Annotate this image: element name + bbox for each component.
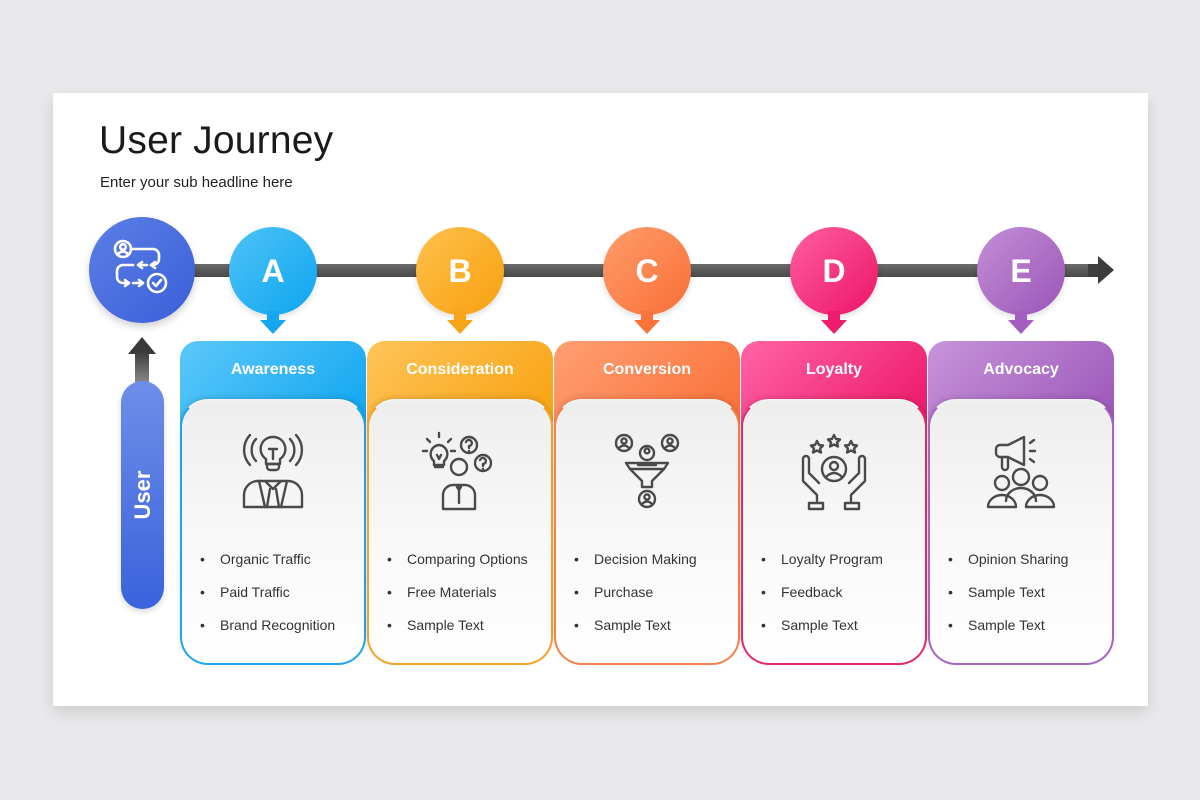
stage-e-pointer-icon: [1008, 320, 1034, 334]
stage-d-pointer-stem: [828, 311, 840, 321]
list-item: •Loyalty Program: [761, 551, 883, 567]
hands-user-stars-icon: [801, 433, 867, 511]
up-arrow-shaft: [135, 353, 149, 383]
list-item: •Sample Text: [387, 617, 484, 633]
stage-bullet-list: •Comparing Options •Free Materials •Samp…: [387, 551, 528, 650]
stage-a-pointer-icon: [260, 320, 286, 334]
stage-card-advocacy: Advocacy •Opinion Sharing •Sample Text •…: [928, 341, 1114, 665]
up-arrow-icon: [128, 337, 156, 354]
user-journey-start-circle: [89, 217, 195, 323]
stage-bullet-list: •Decision Making •Purchase •Sample Text: [574, 551, 697, 650]
stage-card-body: •Decision Making •Purchase •Sample Text: [554, 399, 740, 665]
timeline-arrow-head-icon: [1098, 256, 1114, 284]
stage-b-pointer-icon: [447, 320, 473, 334]
stage-letter: C: [635, 252, 659, 289]
stage-e-pointer-stem: [1015, 311, 1027, 321]
stage-marker-e: E: [977, 227, 1065, 315]
list-item: •Paid Traffic: [200, 584, 290, 600]
stage-d-pointer-icon: [821, 320, 847, 334]
timeline-arrow-base: [1088, 264, 1100, 277]
slide: User Journey Enter your sub headline her…: [53, 93, 1148, 706]
stage-b-pointer-stem: [454, 311, 466, 321]
funnel-users-icon: [614, 433, 680, 509]
list-item: •Organic Traffic: [200, 551, 311, 567]
stage-bullet-list: •Opinion Sharing •Sample Text •Sample Te…: [948, 551, 1068, 650]
stage-marker-d: D: [790, 227, 878, 315]
thinking-person-icon: [421, 431, 493, 511]
stage-marker-a: A: [229, 227, 317, 315]
stage-letter: E: [1010, 252, 1032, 289]
list-item: •Decision Making: [574, 551, 697, 567]
list-item: •Purchase: [574, 584, 654, 600]
list-item: •Sample Text: [948, 584, 1045, 600]
list-item: •Sample Text: [574, 617, 671, 633]
stage-bullet-list: •Loyalty Program •Feedback •Sample Text: [761, 551, 883, 650]
stage-letter: D: [822, 252, 846, 289]
stage-card-conversion: Conversion •Decision Making •Pur: [554, 341, 740, 665]
user-journey-flow-icon: [113, 239, 168, 294]
list-item: •Comparing Options: [387, 551, 528, 567]
list-item: •Opinion Sharing: [948, 551, 1069, 567]
list-item: •Free Materials: [387, 584, 497, 600]
stage-a-pointer-stem: [267, 311, 279, 321]
stage-card-body: •Loyalty Program •Feedback •Sample Text: [741, 399, 927, 665]
stage-card-body: •Comparing Options •Free Materials •Samp…: [367, 399, 553, 665]
list-item: •Brand Recognition: [200, 617, 336, 633]
stage-letter: B: [448, 252, 472, 289]
user-axis-label: User: [129, 470, 155, 520]
stage-marker-c: C: [603, 227, 691, 315]
stage-card-awareness: Awareness •Organic Traffic •Paid Traffic…: [180, 341, 366, 665]
idea-person-icon: [242, 433, 304, 509]
stage-card-body: •Organic Traffic •Paid Traffic •Brand Re…: [180, 399, 366, 665]
user-axis-pill: User: [121, 381, 164, 609]
list-item: •Sample Text: [948, 617, 1045, 633]
page-subtitle: Enter your sub headline here: [100, 174, 293, 191]
list-item: •Sample Text: [761, 617, 858, 633]
stage-c-pointer-stem: [641, 311, 653, 321]
list-item: •Feedback: [761, 584, 843, 600]
stage-card-consideration: Consideration •Comparing Options •Free M…: [367, 341, 553, 665]
megaphone-group-icon: [986, 435, 1056, 509]
page-title: User Journey: [99, 119, 334, 162]
stage-card-loyalty: Loyalty •Loyalty Program •Feedback •Samp…: [741, 341, 927, 665]
stage-bullet-list: •Organic Traffic •Paid Traffic •Brand Re…: [200, 551, 335, 650]
stage-card-body: •Opinion Sharing •Sample Text •Sample Te…: [928, 399, 1114, 665]
stage-c-pointer-icon: [634, 320, 660, 334]
stage-marker-b: B: [416, 227, 504, 315]
stage-letter: A: [261, 252, 285, 289]
